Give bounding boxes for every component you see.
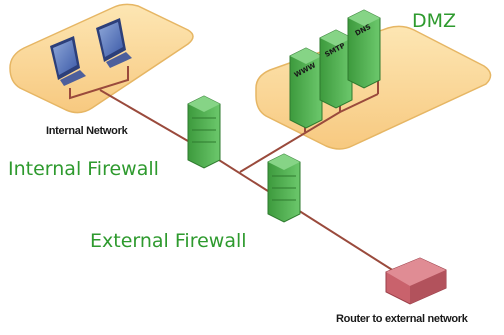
- link-internal-lan: [69, 66, 129, 100]
- smtp-server: [319, 29, 353, 109]
- link-internal-to-firewall: [99, 89, 201, 149]
- dns-server: [347, 9, 381, 89]
- link-backbone: [199, 147, 406, 279]
- internal-network-label: Internal Network: [46, 125, 128, 137]
- external-firewall-device: [267, 153, 301, 223]
- router-device: [385, 257, 447, 305]
- external-firewall-label: External Firewall: [90, 230, 247, 252]
- workstation-monitor-2: [96, 18, 132, 68]
- workstation-monitor-1: [50, 36, 86, 86]
- internal-firewall-label: Internal Firewall: [8, 158, 159, 180]
- router-label: Router to external network: [336, 313, 468, 325]
- dmz-label: DMZ: [412, 10, 457, 32]
- www-server: [289, 47, 323, 129]
- internal-network-zone: [9, 3, 194, 114]
- internal-firewall-device: [187, 95, 221, 169]
